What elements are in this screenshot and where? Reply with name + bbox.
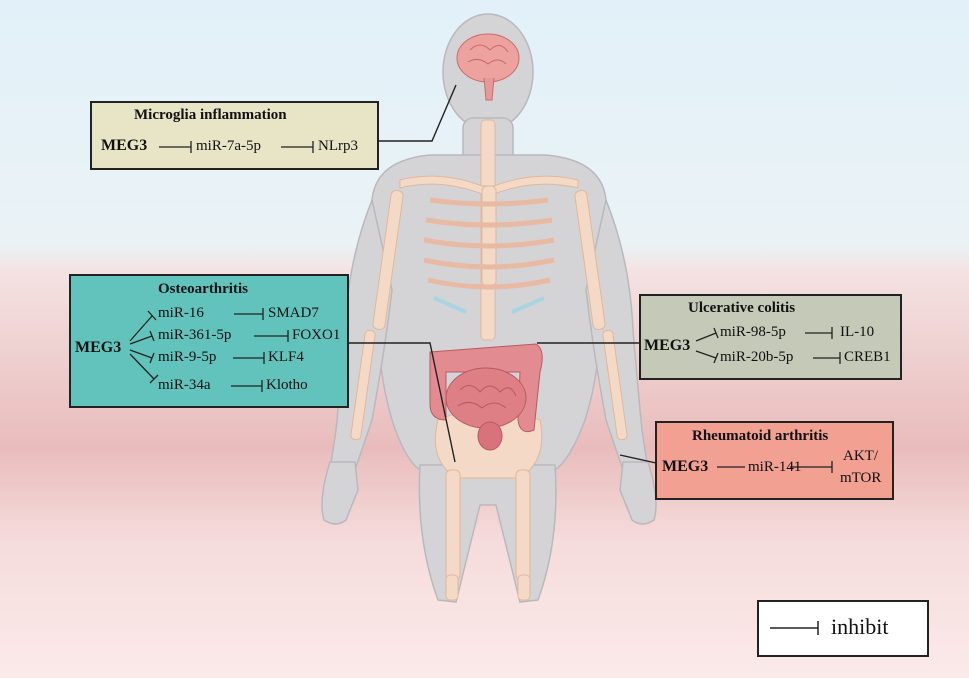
microglia-mirna: miR-7a-5p bbox=[196, 138, 261, 154]
connector-osteo bbox=[348, 342, 456, 463]
osteo-mirna-4: miR-34a bbox=[158, 377, 211, 393]
small-intestine bbox=[445, 367, 527, 429]
right-femur bbox=[515, 469, 531, 581]
clavicles bbox=[399, 175, 579, 195]
connector-microglia bbox=[378, 84, 457, 142]
osteo-mirna-2: miR-361-5p bbox=[158, 327, 232, 343]
osteo-mirna-1: miR-16 bbox=[158, 305, 204, 321]
osteo-target-4: Klotho bbox=[266, 377, 308, 393]
left-hand bbox=[321, 461, 359, 525]
sternum bbox=[481, 185, 497, 287]
osteo-meg3: MEG3 bbox=[75, 339, 122, 356]
colitis-mirna-2: miR-20b-5p bbox=[720, 349, 794, 365]
rheum-mirna: miR-141 bbox=[748, 459, 802, 475]
right-hand bbox=[619, 461, 657, 525]
skeleton bbox=[350, 119, 628, 601]
osteo-target-1: SMAD7 bbox=[268, 305, 319, 321]
right-forearm bbox=[602, 329, 628, 441]
microglia-target: NLrp3 bbox=[318, 138, 358, 154]
box-rheum-shape bbox=[655, 421, 894, 500]
box-colitis-shape bbox=[639, 294, 902, 380]
left-forearm bbox=[350, 329, 376, 441]
legend-shape bbox=[757, 600, 929, 657]
rheum-target-line2: mTOR bbox=[840, 470, 882, 486]
rheum-meg3: MEG3 bbox=[662, 458, 709, 475]
right-arm bbox=[585, 197, 649, 471]
legend-label: inhibit bbox=[831, 614, 889, 639]
osteo-mirna-3: miR-9-5p bbox=[158, 349, 217, 365]
connectors bbox=[348, 84, 657, 464]
box-microglia-shape bbox=[90, 101, 379, 170]
microglia-meg3: MEG3 bbox=[101, 137, 148, 154]
colitis-target-1: IL-10 bbox=[840, 324, 875, 340]
intestines bbox=[429, 343, 543, 451]
microglia-title: Microglia inflammation bbox=[134, 107, 287, 123]
colitis-mirna-1: miR-98-5p bbox=[720, 324, 786, 340]
osteo-target-2: FOXO1 bbox=[292, 327, 341, 343]
colitis-target-2: CREB1 bbox=[844, 349, 891, 365]
connector-rheum bbox=[619, 454, 657, 464]
rheum-title: Rheumatoid arthritis bbox=[692, 428, 829, 444]
colon bbox=[429, 343, 543, 433]
colitis-meg3: MEG3 bbox=[644, 337, 691, 354]
colitis-title: Ulcerative colitis bbox=[688, 300, 796, 316]
rheum-target-line1: AKT/ bbox=[843, 448, 878, 464]
bladder bbox=[477, 421, 503, 451]
box-osteo-shape bbox=[69, 274, 349, 408]
right-tibia bbox=[517, 574, 531, 601]
left-humerus bbox=[372, 189, 404, 331]
osteo-target-3: KLF4 bbox=[268, 349, 304, 365]
brain bbox=[456, 33, 520, 101]
left-femur bbox=[445, 469, 461, 581]
right-humerus bbox=[574, 189, 606, 331]
left-tibia bbox=[445, 574, 459, 601]
osteo-title: Osteoarthritis bbox=[158, 281, 248, 297]
